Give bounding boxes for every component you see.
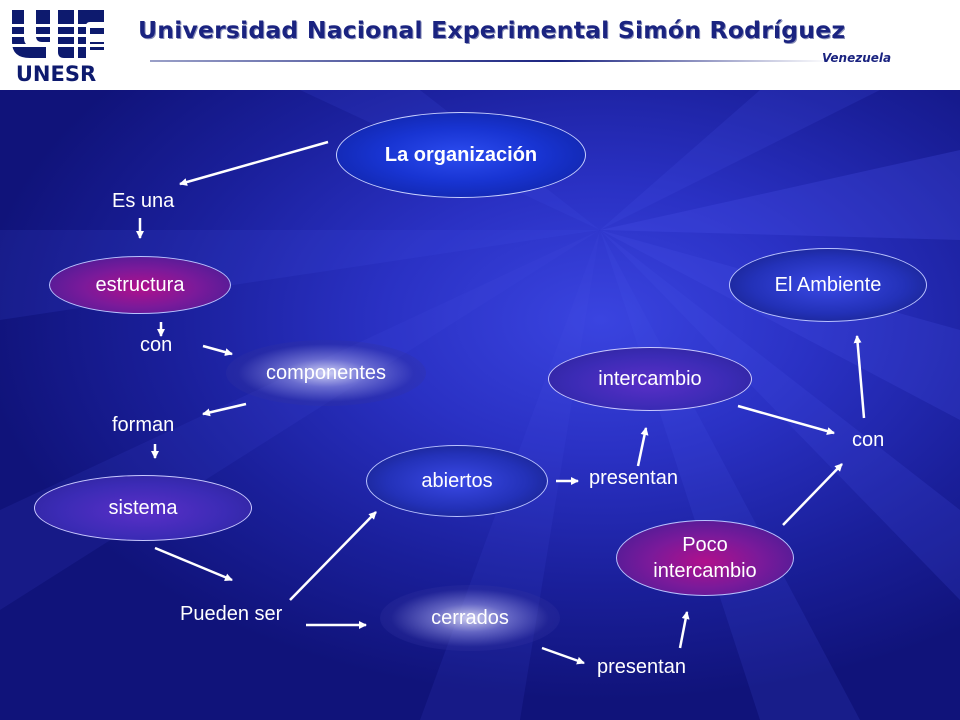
label-forman: forman [112, 414, 175, 436]
university-name: Universidad Nacional Experimental Simón … [138, 16, 846, 44]
node-componentes: componentes [226, 340, 426, 406]
country-label: Venezuela [822, 51, 892, 65]
label-es-una: Es una [112, 190, 175, 212]
node-el-ambiente: El Ambiente [729, 248, 927, 322]
label-con: con [140, 334, 173, 356]
node-poco-intercambio: Poco intercambio [616, 520, 794, 596]
label-presentan-bottom: presentan [597, 656, 686, 678]
label-presentan: presentan [589, 467, 678, 489]
node-intercambio: intercambio [548, 347, 752, 411]
node-la-organizacion: La organización [336, 112, 586, 198]
node-estructura: estructura [49, 256, 231, 314]
label-pueden-ser: Pueden ser [180, 603, 283, 625]
unesr-logo-icon [4, 10, 108, 58]
header-banner: UNESR Universidad Nacional Experimental … [0, 0, 960, 90]
node-abiertos: abiertos [366, 445, 548, 517]
label-con-right: con [852, 429, 885, 451]
header-divider [150, 60, 830, 62]
logo-text: UNESR [15, 62, 97, 86]
node-sistema: sistema [34, 475, 252, 541]
node-cerrados: cerrados [380, 585, 560, 651]
